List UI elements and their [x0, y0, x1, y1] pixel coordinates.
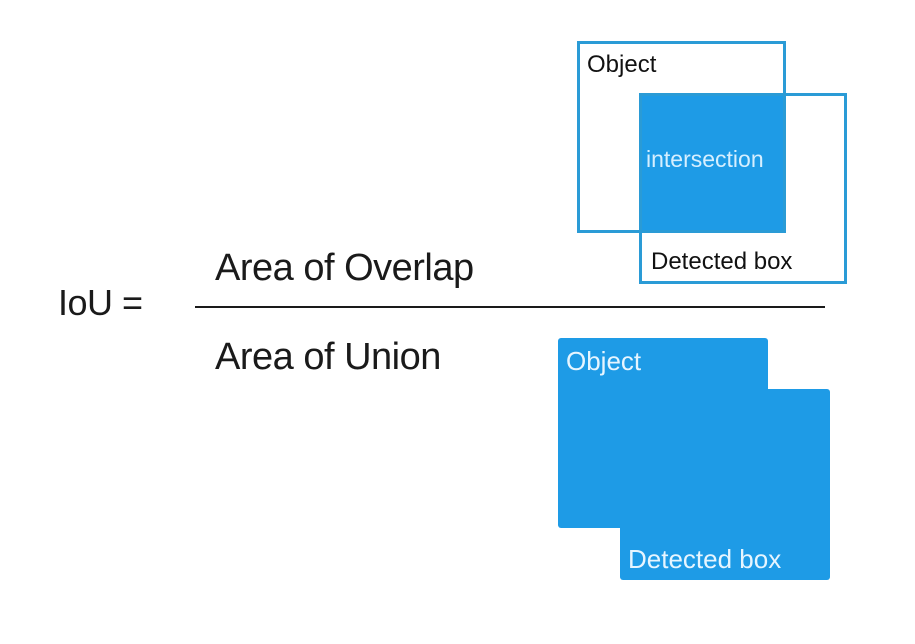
- fraction-bar: [195, 306, 825, 308]
- union-detected-box: [620, 389, 830, 580]
- iou-label: IoU =: [58, 282, 143, 323]
- overlap-detected-label: Detected box: [651, 248, 793, 275]
- object-box-outline: [577, 41, 786, 233]
- detected-box-outline: [639, 93, 847, 284]
- union-detected-label: Detected box: [628, 544, 782, 574]
- overlap-object-label: Object: [587, 51, 657, 78]
- numerator-area-of-overlap: Area of Overlap: [215, 247, 474, 289]
- intersection-label: intersection: [646, 146, 764, 172]
- intersection-region: [641, 95, 784, 231]
- union-object-label: Object: [566, 346, 642, 376]
- denominator-area-of-union: Area of Union: [215, 336, 441, 378]
